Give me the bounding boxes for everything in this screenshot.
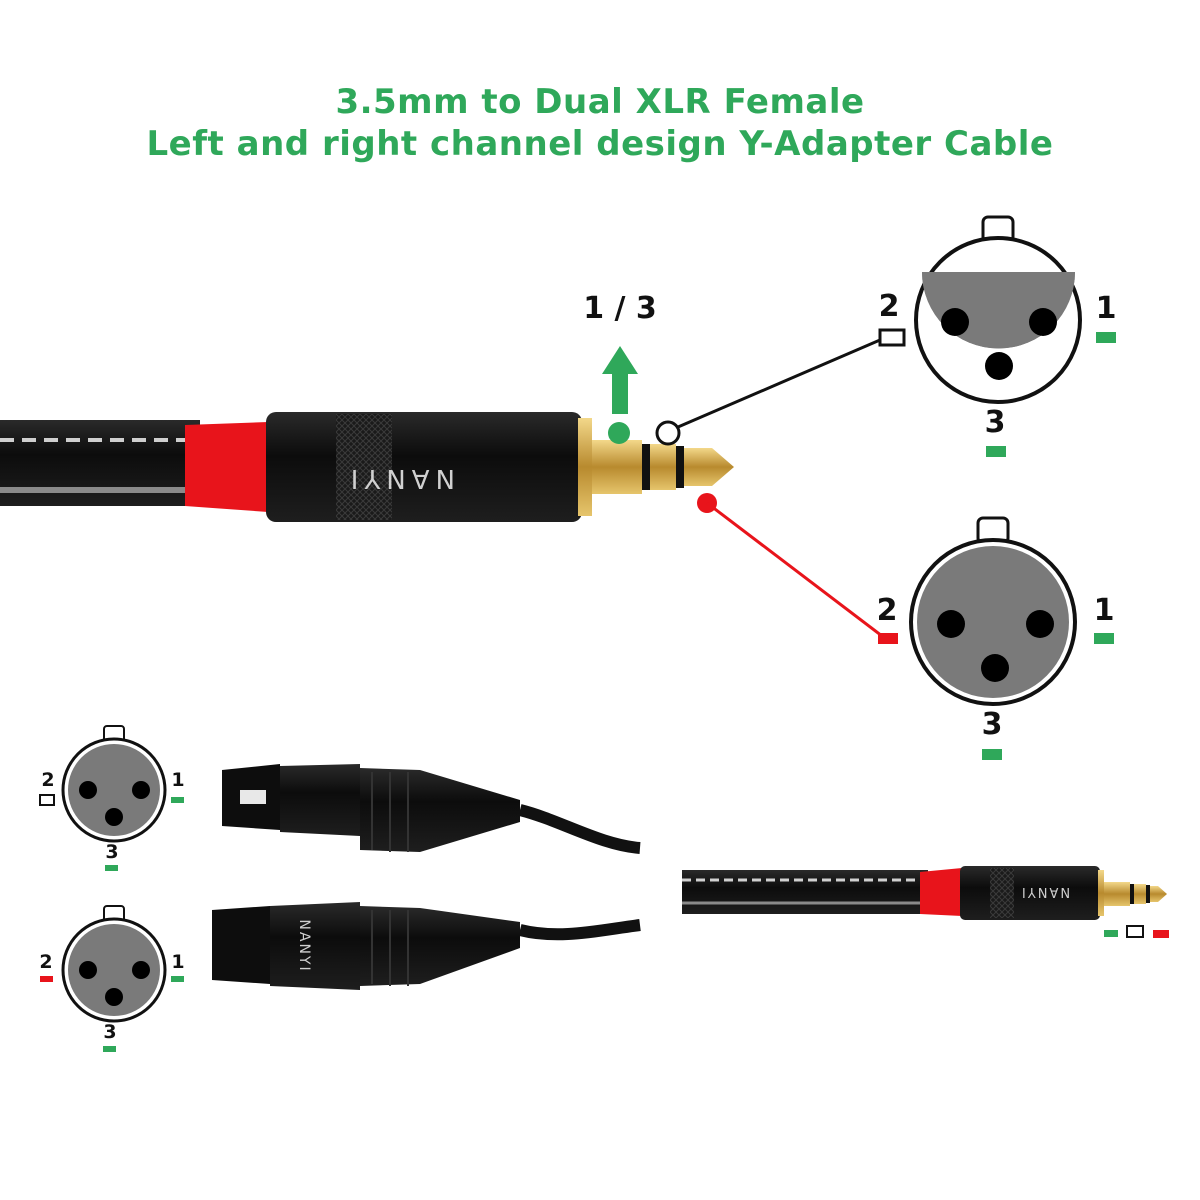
title-line-2: Left and right channel design Y-Adapter … <box>146 124 1054 164</box>
xlr-connector-icon <box>212 906 270 984</box>
small-sleeve-marker <box>1104 930 1118 937</box>
pin-2-marker <box>878 328 906 347</box>
small-jack-plug: NANYI <box>682 866 1167 920</box>
xlr-face-right <box>909 516 1077 706</box>
brand-label: NANYI <box>296 919 312 972</box>
xlr-connector-top <box>222 764 641 854</box>
small-pin-2-label: 2 <box>41 769 54 791</box>
pin-1-marker <box>1096 332 1116 343</box>
title-line-1: 3.5mm to Dual XLR Female <box>335 82 865 122</box>
small-pin-1-label: 1 <box>171 951 184 973</box>
tip-wire <box>706 501 883 638</box>
sleeve-dot <box>608 422 630 444</box>
ring-wire <box>677 338 881 429</box>
small-tip-marker <box>1153 930 1169 938</box>
brand-label: NANYI <box>1020 884 1070 899</box>
main-jack-plug: NANYI <box>0 412 734 522</box>
ring-dot <box>655 420 681 446</box>
brand-label: NANYI <box>345 463 455 493</box>
pin-1-label: 1 <box>1096 291 1117 326</box>
pin-3-label: 3 <box>982 707 1003 742</box>
pin-1-label: 1 <box>1094 593 1115 628</box>
pin-2-label: 2 <box>877 593 898 628</box>
main-cable <box>0 420 200 506</box>
small-ring-marker <box>1126 925 1144 938</box>
jack-label: 1 / 3 <box>583 291 657 326</box>
plug-tip <box>684 448 734 486</box>
pin-2-label: 2 <box>879 289 900 324</box>
pin-1-marker <box>1094 633 1114 644</box>
small-pin-2-label: 2 <box>39 951 52 973</box>
small-xlr-face-top <box>61 725 167 843</box>
xlr-connector-bottom: NANYI <box>212 902 641 990</box>
pin-3-marker <box>986 446 1006 457</box>
small-pin-3-label: 3 <box>103 1021 116 1043</box>
small-pin-1-label: 1 <box>171 769 184 791</box>
red-band <box>185 422 268 512</box>
pin-2-marker <box>878 633 898 644</box>
xlr-face-left <box>914 215 1082 404</box>
pin-3-marker <box>982 749 1002 760</box>
arrow-up-icon <box>602 346 638 414</box>
small-pin-3-label: 3 <box>105 841 118 863</box>
small-xlr-face-bottom <box>61 905 167 1023</box>
pin-3-label: 3 <box>985 405 1006 440</box>
